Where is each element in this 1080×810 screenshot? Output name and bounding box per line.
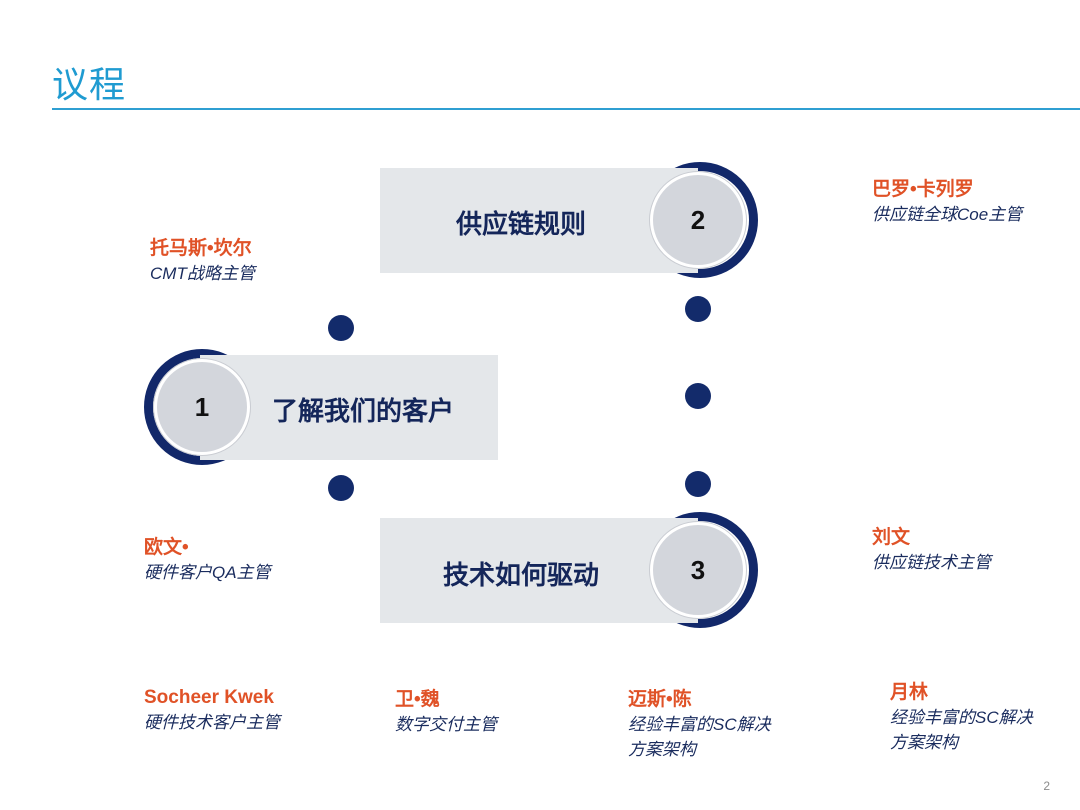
- person-role: 供应链全球Coe主管: [872, 205, 1023, 224]
- agenda-item-2-label: 供应链规则: [456, 209, 587, 239]
- person-name: 托马斯•坎尔: [150, 238, 252, 259]
- title-divider: [52, 108, 1080, 110]
- person-card: 刘文 供应链技术主管: [872, 526, 991, 575]
- person-name: 卫•魏: [395, 689, 440, 710]
- page-title: 议程: [52, 65, 127, 106]
- person-card: 卫•魏 数字交付主管: [395, 688, 497, 737]
- person-card: 欧文• 硬件客户QA主管: [144, 536, 271, 585]
- agenda-item-1-label: 了解我们的客户: [272, 396, 455, 426]
- agenda-item-2-banner: [380, 168, 680, 273]
- person-name: 欧文•: [144, 537, 189, 558]
- person-role: 硬件客户QA主管: [144, 563, 271, 582]
- person-card: 月林 经验丰富的SC解决 方案架构: [890, 681, 1033, 755]
- connector-dot-right-2: [685, 383, 711, 409]
- connector-dot-left-top: [328, 315, 354, 341]
- person-card: 迈斯•陈 经验丰富的SC解决 方案架构: [628, 688, 771, 762]
- person-role: 供应链技术主管: [872, 553, 991, 572]
- agenda-item-3-number-badge: 3: [650, 522, 746, 618]
- person-role: 经验丰富的SC解决 方案架构: [890, 708, 1033, 752]
- agenda-item-3-banner: [380, 518, 680, 623]
- person-name: Socheer Kwek: [144, 687, 274, 708]
- person-role: 经验丰富的SC解决 方案架构: [628, 715, 771, 759]
- person-name: 刘文: [872, 527, 911, 548]
- person-card: 托马斯•坎尔 CMT战略主管: [150, 237, 255, 286]
- person-card: Socheer Kwek 硬件技术客户主管: [144, 686, 280, 735]
- agenda-item-1-number-badge: 1: [154, 359, 250, 455]
- person-name: 巴罗•卡列罗: [872, 179, 974, 200]
- agenda-item-3-label: 技术如何驱动: [443, 560, 600, 590]
- person-role: 数字交付主管: [395, 715, 497, 734]
- page-number: 2: [1043, 779, 1050, 793]
- agenda-item-2-number-badge: 2: [650, 172, 746, 268]
- connector-dot-right-1: [685, 296, 711, 322]
- person-role: 硬件技术客户主管: [144, 713, 280, 732]
- person-name: 月林: [890, 682, 929, 703]
- person-card: 巴罗•卡列罗 供应链全球Coe主管: [872, 178, 1022, 227]
- person-name: 迈斯•陈: [628, 689, 692, 710]
- connector-dot-left-bottom: [328, 475, 354, 501]
- connector-dot-right-3: [685, 471, 711, 497]
- person-role: CMT战略主管: [150, 264, 255, 283]
